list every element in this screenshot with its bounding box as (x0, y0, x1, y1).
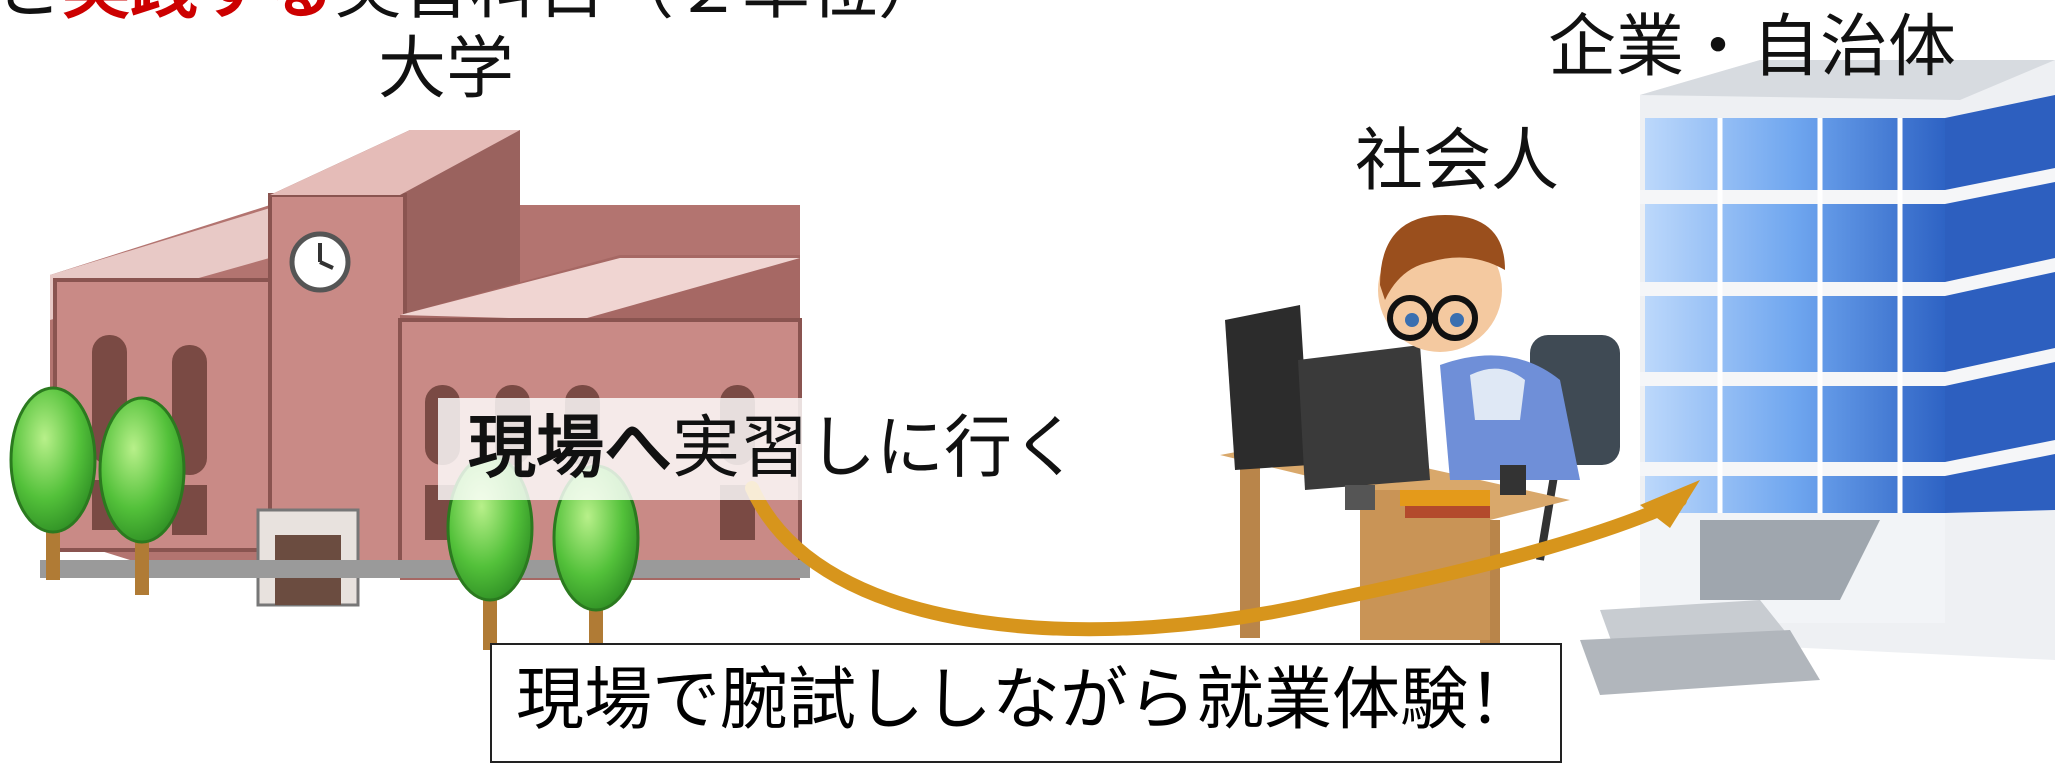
university-label: 大学 (378, 30, 515, 109)
intern-label-bold: 現場へ (468, 409, 673, 488)
curved-arrow (745, 480, 1700, 637)
office-building-icon (1580, 60, 2055, 695)
bottom-caption: 現場で腕試ししながら就業体験！ (490, 643, 1562, 763)
intern-label-regular: 実習しに行く (672, 409, 1081, 488)
office-worker-icon (1220, 215, 1620, 680)
header-highlight: 実践する (62, 0, 334, 29)
worker-label: 社会人 (1355, 122, 1560, 201)
company-label: 企業・自治体 (1548, 8, 1957, 87)
arrow-head-icon (1640, 480, 1700, 528)
tree-icon (9, 386, 640, 660)
intern-label: 現場へ実習しに行く (438, 398, 1080, 500)
header-fragment: と実践する実習科目（２単位） (0, 0, 946, 24)
